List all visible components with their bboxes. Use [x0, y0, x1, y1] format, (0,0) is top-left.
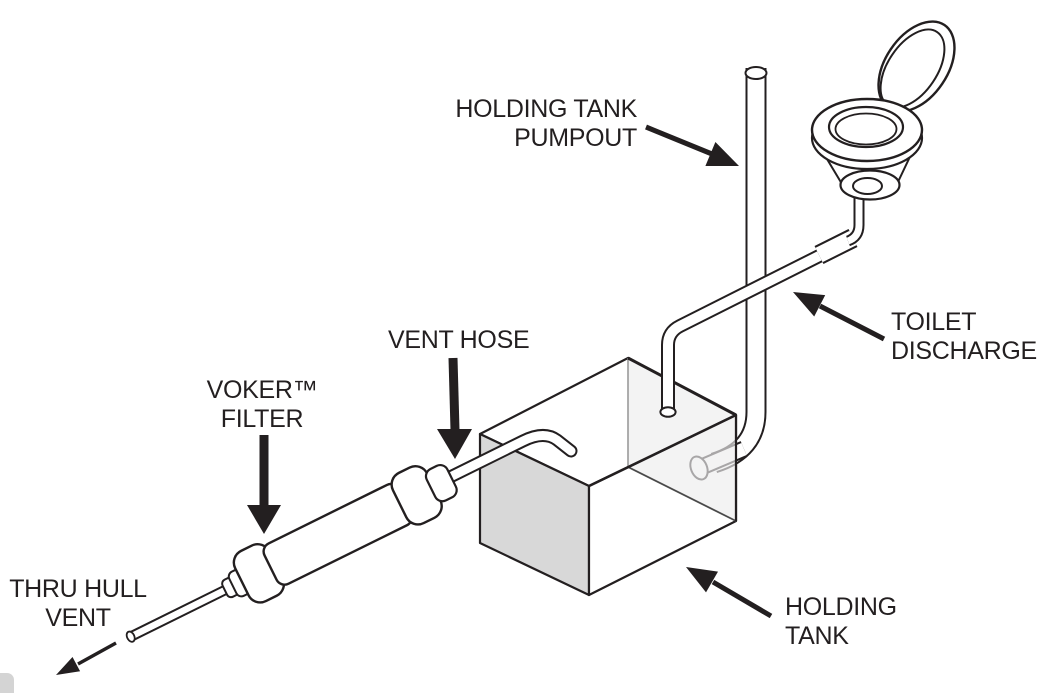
filter-collar — [424, 463, 458, 503]
vent-hose — [429, 429, 578, 491]
label-thru-hull-vent: THRU HULL VENT — [9, 575, 147, 632]
label-vent-hose: VENT HOSE — [388, 326, 530, 354]
toilet-discharge-hose — [659, 194, 865, 418]
toilet-drain — [852, 177, 883, 195]
label-voker-filter: VOKER™ FILTER — [206, 376, 318, 433]
tank-translucent-panel — [588, 356, 738, 522]
filter-body — [262, 482, 414, 586]
arrow-holding-tank-pumpout — [645, 124, 739, 166]
toilet — [810, 20, 956, 201]
arrow-holding-tank — [686, 567, 773, 619]
label-holding-tank-pumpout: HOLDING TANK PUMPOUT — [455, 95, 637, 152]
callout-arrows — [56, 124, 886, 675]
thru-hull-pipe-open-end — [125, 630, 136, 643]
voker-filter — [125, 463, 458, 643]
pumpout-pipe-open-end — [744, 66, 768, 80]
arrow-vent-hose — [437, 357, 472, 459]
corner-tab — [0, 673, 14, 693]
discharge-tank-entry — [659, 406, 677, 418]
label-holding-tank: HOLDING TANK — [785, 593, 897, 650]
arrow-voker-filter — [247, 435, 281, 534]
pumpout-pipe — [710, 66, 768, 474]
arrow-thru-hull-vent — [56, 641, 117, 675]
arrow-toilet-discharge — [793, 292, 886, 342]
label-toilet-discharge: TOILET DISCHARGE — [891, 308, 1037, 365]
